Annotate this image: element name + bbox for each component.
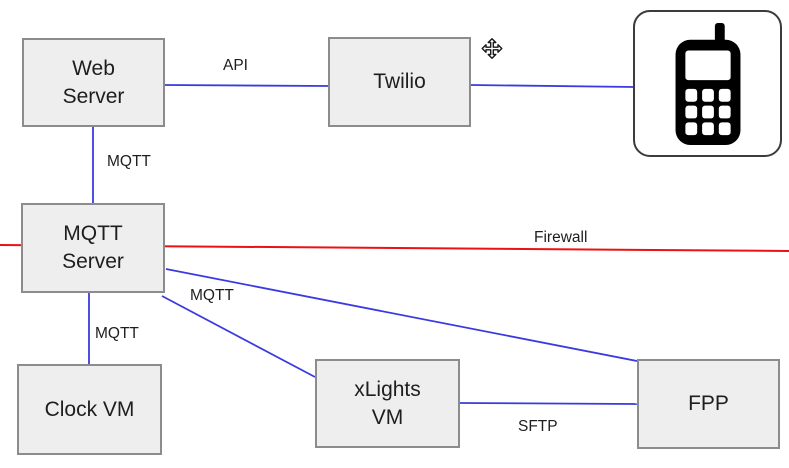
edge-webserver-twilio[interactable] <box>164 84 329 87</box>
edge-mqttserver-fpp[interactable] <box>165 268 638 362</box>
node-clock-vm[interactable]: Clock VM <box>17 364 162 455</box>
node-xlights-vm[interactable]: xLights VM <box>315 359 460 448</box>
node-web-server[interactable]: Web Server <box>22 38 165 127</box>
node-phone[interactable] <box>633 10 782 157</box>
edge-label-sftp[interactable]: SFTP <box>518 418 558 435</box>
edge-label-mqtt-top[interactable]: MQTT <box>107 153 151 170</box>
edge-label-mqtt-middle[interactable]: MQTT <box>190 287 234 304</box>
edge-twilio-phone[interactable] <box>470 84 635 88</box>
mobile-phone-icon <box>675 22 740 145</box>
edge-label-mqtt-bottom[interactable]: MQTT <box>95 325 139 342</box>
node-mqtt-server[interactable]: MQTT Server <box>21 203 165 293</box>
move-cursor-icon <box>481 38 503 59</box>
edge-label-api[interactable]: API <box>223 57 248 74</box>
node-twilio[interactable]: Twilio <box>328 37 471 127</box>
node-fpp[interactable]: FPP <box>637 359 780 449</box>
edge-label-firewall[interactable]: Firewall <box>534 229 588 246</box>
edge-xlights-fpp[interactable] <box>459 402 638 405</box>
edge-mqttserver-xlights[interactable] <box>161 295 316 378</box>
